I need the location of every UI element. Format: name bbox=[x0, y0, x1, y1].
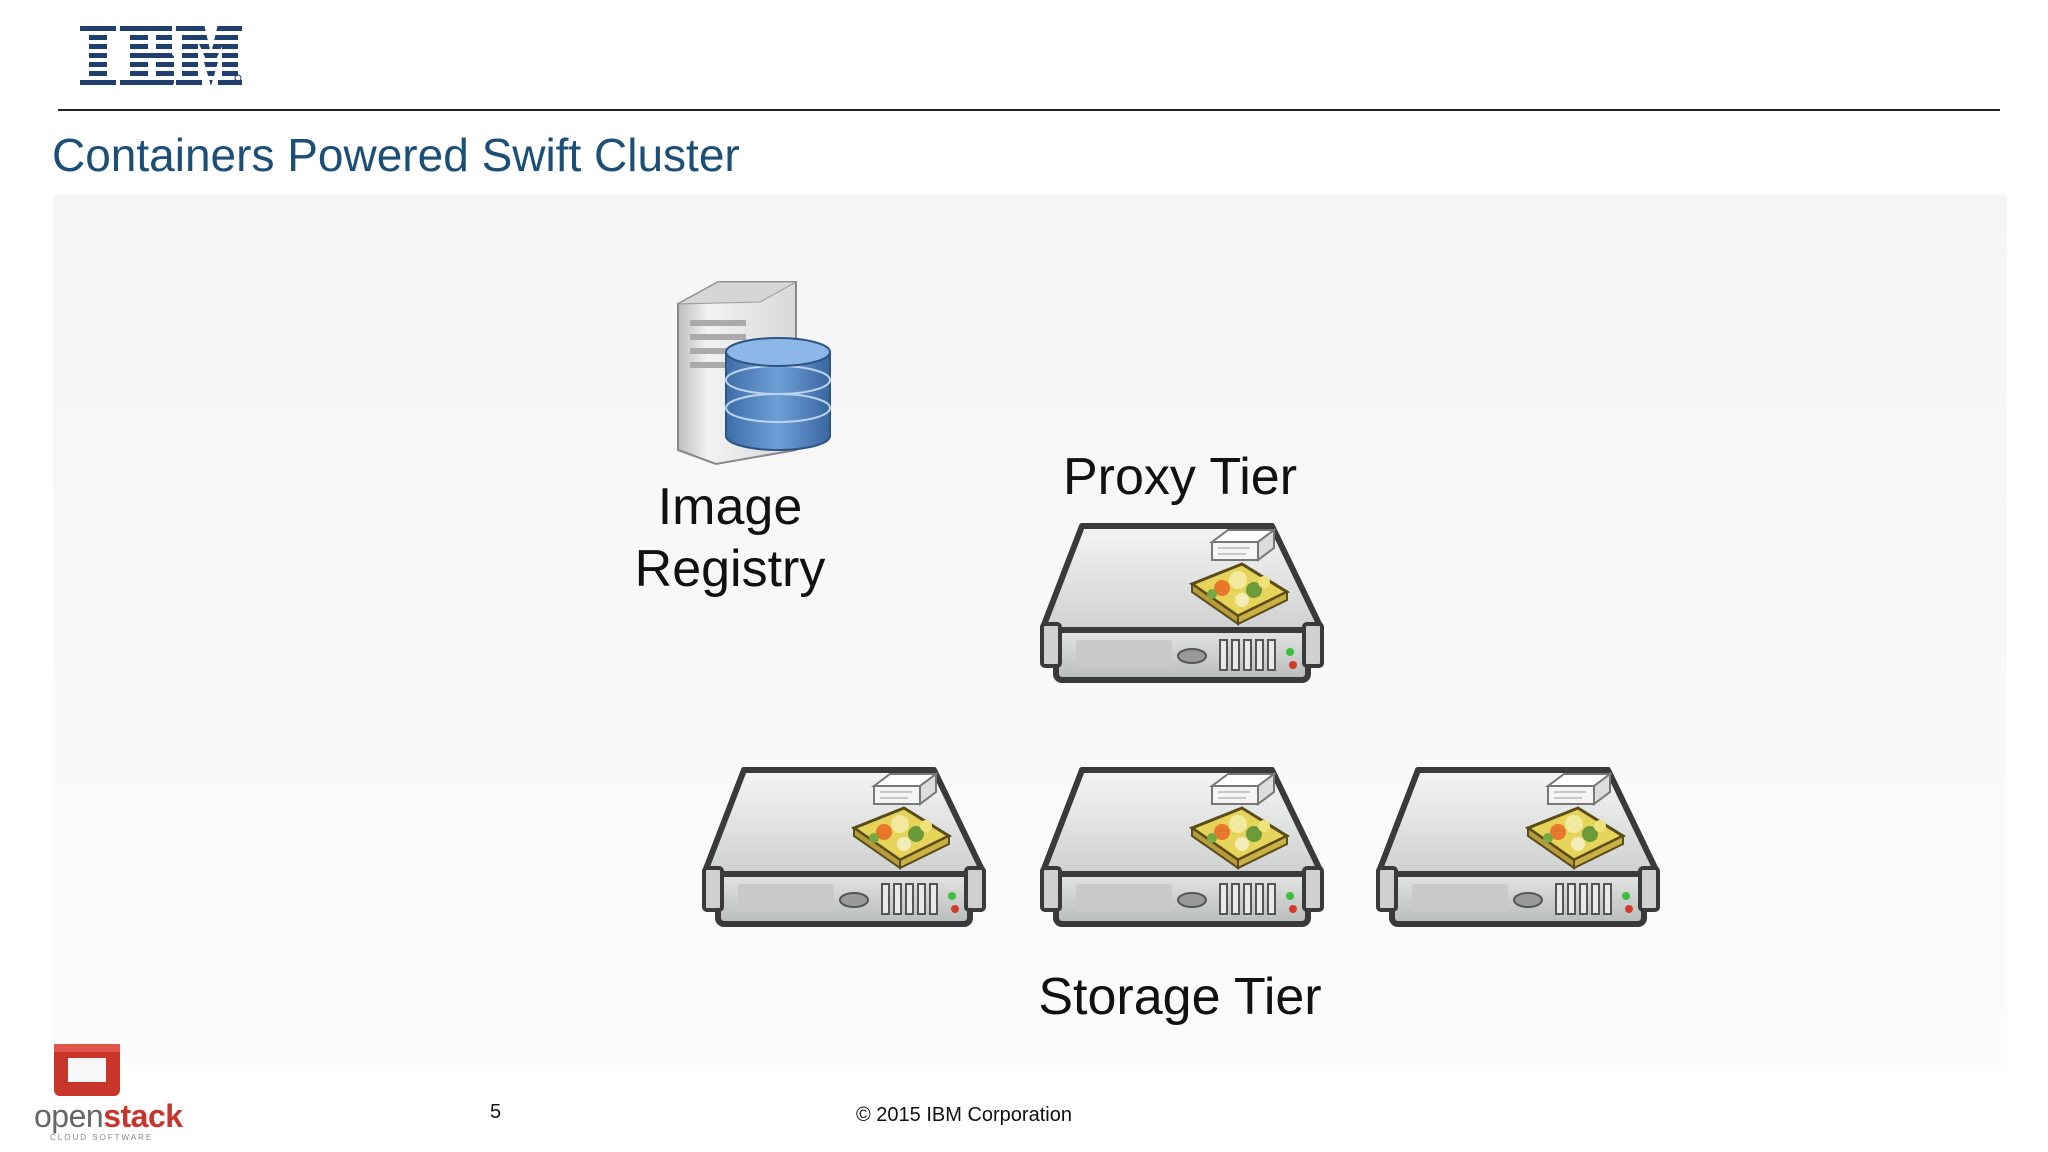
registry-label: Image Registry bbox=[634, 478, 826, 598]
header-rule bbox=[58, 109, 2000, 111]
ibm-logo bbox=[80, 26, 242, 85]
copyright-text: © 2015 IBM Corporation bbox=[856, 1104, 1072, 1126]
storage-server-icon bbox=[702, 764, 986, 936]
storage-server-icon bbox=[1040, 764, 1324, 936]
storage-tier-label: Storage Tier bbox=[1038, 968, 1322, 1026]
database-server-icon bbox=[677, 281, 831, 466]
openstack-logo-icon bbox=[54, 1044, 120, 1096]
page-number: 5 bbox=[490, 1101, 502, 1123]
slide-canvas bbox=[53, 195, 2007, 1065]
storage-server-icon bbox=[1376, 764, 1660, 936]
proxy-server-icon bbox=[1040, 520, 1324, 692]
proxy-tier-label: Proxy Tier bbox=[1062, 448, 1298, 506]
openstack-wordmark: openstack bbox=[34, 1098, 183, 1134]
openstack-tagline: CLOUD SOFTWARE bbox=[50, 1133, 154, 1142]
slide-title: Containers Powered Swift Cluster bbox=[52, 129, 740, 181]
